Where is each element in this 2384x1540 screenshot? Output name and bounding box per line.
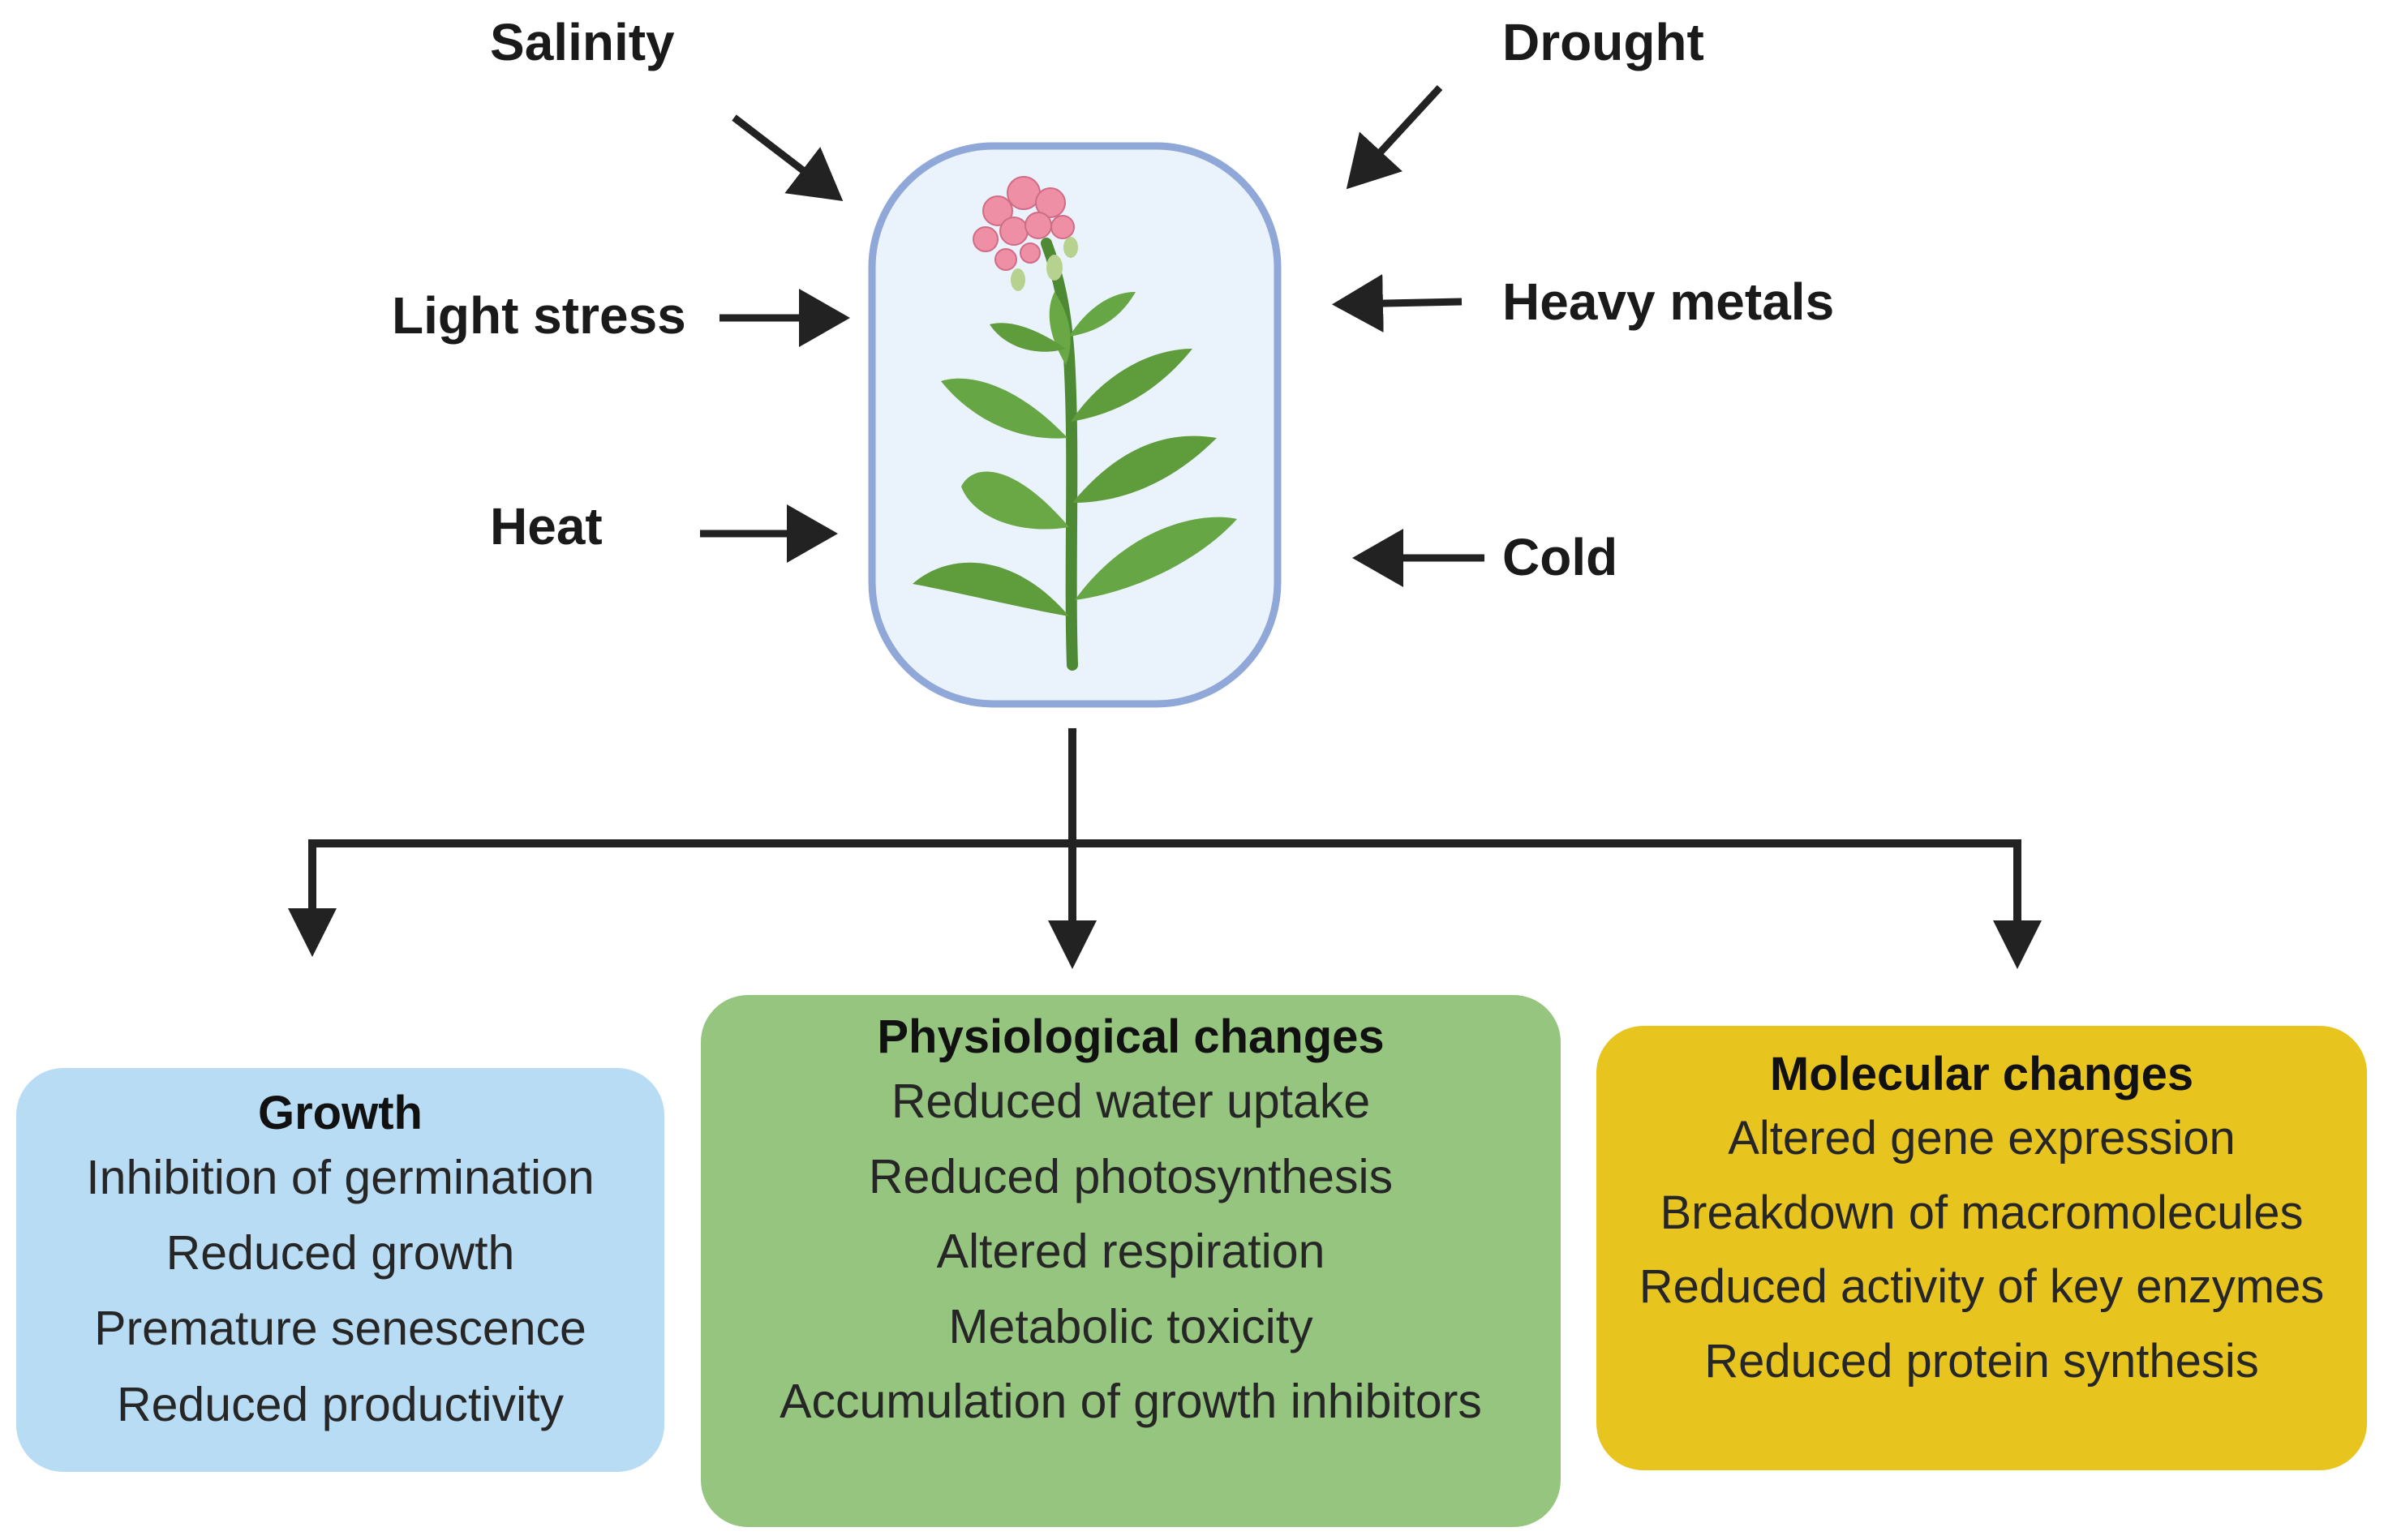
drought-arrow [1346,84,1443,190]
molecular-item: Reduced activity of key enzymes [1639,1260,2325,1314]
physiological-box: Physiological changes Reduced water upta… [701,995,1561,1527]
physiological-item: Reduced water uptake [891,1074,1371,1128]
stressor-salinity-label: Salinity [490,13,675,71]
physiological-item: Accumulation of growth inhibitors [780,1375,1482,1429]
stressor-light-stress-label: Light stress [392,286,686,345]
molecular-title: Molecular changes [1769,1048,2194,1100]
physiological-item: Reduced photosynthesis [868,1149,1394,1203]
physiological-item: Metabolic toxicity [948,1299,1313,1353]
molecular-item: Breakdown of macromolecules [1660,1186,2304,1239]
stressor-heavy-metals-label: Heavy metals [1502,272,1835,331]
salinity-arrow [732,114,844,201]
tobacco-plant-icon [913,176,1237,671]
growth-title: Growth [258,1087,423,1139]
growth-item: Premature senescence [94,1302,586,1356]
physiological-title: Physiological changes [877,1010,1385,1063]
molecular-item: Altered gene expression [1728,1111,2236,1165]
growth-item: Reduced growth [165,1226,515,1280]
molecular-box: Molecular changes Altered gene expressio… [1596,1026,2367,1470]
heavy-metals-arrow [1332,274,1463,333]
growth-box: Growth Inhibition of germination Reduced… [16,1068,664,1472]
stressor-heat-label: Heat [490,497,603,556]
stressor-drought-label: Drought [1502,13,1704,71]
physiological-item: Altered respiration [936,1225,1325,1279]
stressor-cold-label: Cold [1502,528,1618,586]
growth-item: Inhibition of germination [86,1150,595,1204]
growth-item: Reduced productivity [117,1377,564,1431]
molecular-item: Reduced protein synthesis [1704,1334,2259,1388]
